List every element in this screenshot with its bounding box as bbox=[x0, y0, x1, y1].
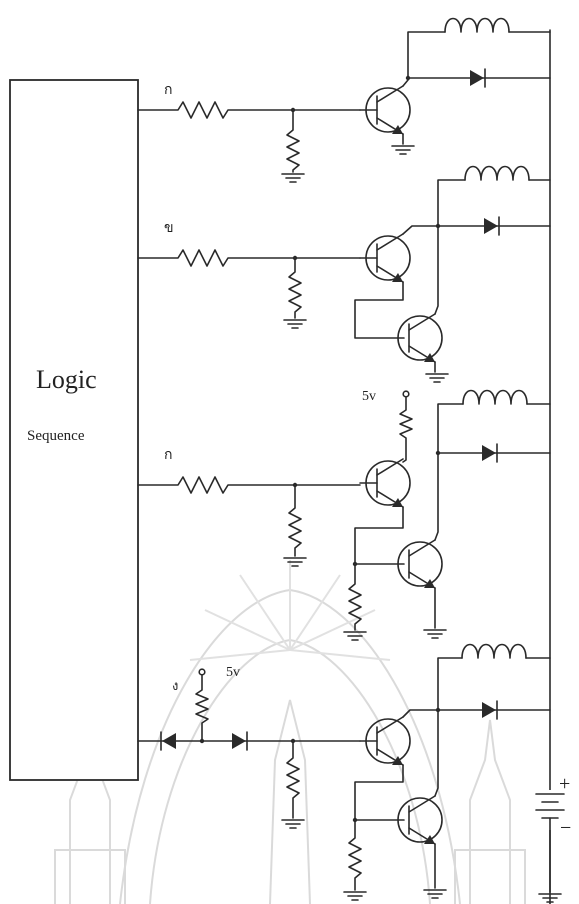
battery-plus-label: + bbox=[559, 773, 570, 795]
flyback-diode-1 bbox=[470, 70, 484, 86]
stage-mark-4: ง bbox=[172, 678, 178, 693]
transistor-q5 bbox=[397, 541, 443, 587]
transistor-q7 bbox=[397, 797, 443, 843]
driver-stage-1: ก bbox=[137, 17, 551, 183]
relay-coil-2 bbox=[464, 165, 530, 181]
flyback-diode-4 bbox=[482, 702, 496, 718]
driver-stage-4: ง 5v bbox=[137, 643, 551, 901]
driver-stage-3: ก 5v bbox=[137, 389, 551, 641]
stage-mark-3: ก bbox=[164, 448, 172, 463]
logic-block bbox=[9, 79, 139, 781]
driver-stage-2: ข bbox=[137, 165, 551, 383]
flyback-diode-2 bbox=[484, 218, 498, 234]
battery-minus-label: − bbox=[560, 817, 571, 839]
relay-coil-4 bbox=[461, 643, 527, 659]
relay-coil-3 bbox=[462, 389, 528, 405]
supply-label-5v-bottom: 5v bbox=[226, 665, 240, 680]
flyback-diode-3 bbox=[482, 445, 496, 461]
input-diode-left bbox=[162, 733, 176, 749]
supply-label-5v-top: 5v bbox=[362, 389, 376, 404]
battery: + − bbox=[534, 773, 571, 903]
logic-subtitle: Sequence bbox=[27, 428, 85, 444]
logic-title: Logic bbox=[36, 365, 97, 394]
relay-coil-1 bbox=[444, 17, 510, 33]
stage-mark-2: ข bbox=[164, 221, 174, 236]
watermark-seal bbox=[54, 560, 526, 904]
stage-mark-1: ก bbox=[164, 83, 172, 98]
input-diode-right bbox=[232, 733, 246, 749]
transistor-q3 bbox=[397, 315, 443, 361]
